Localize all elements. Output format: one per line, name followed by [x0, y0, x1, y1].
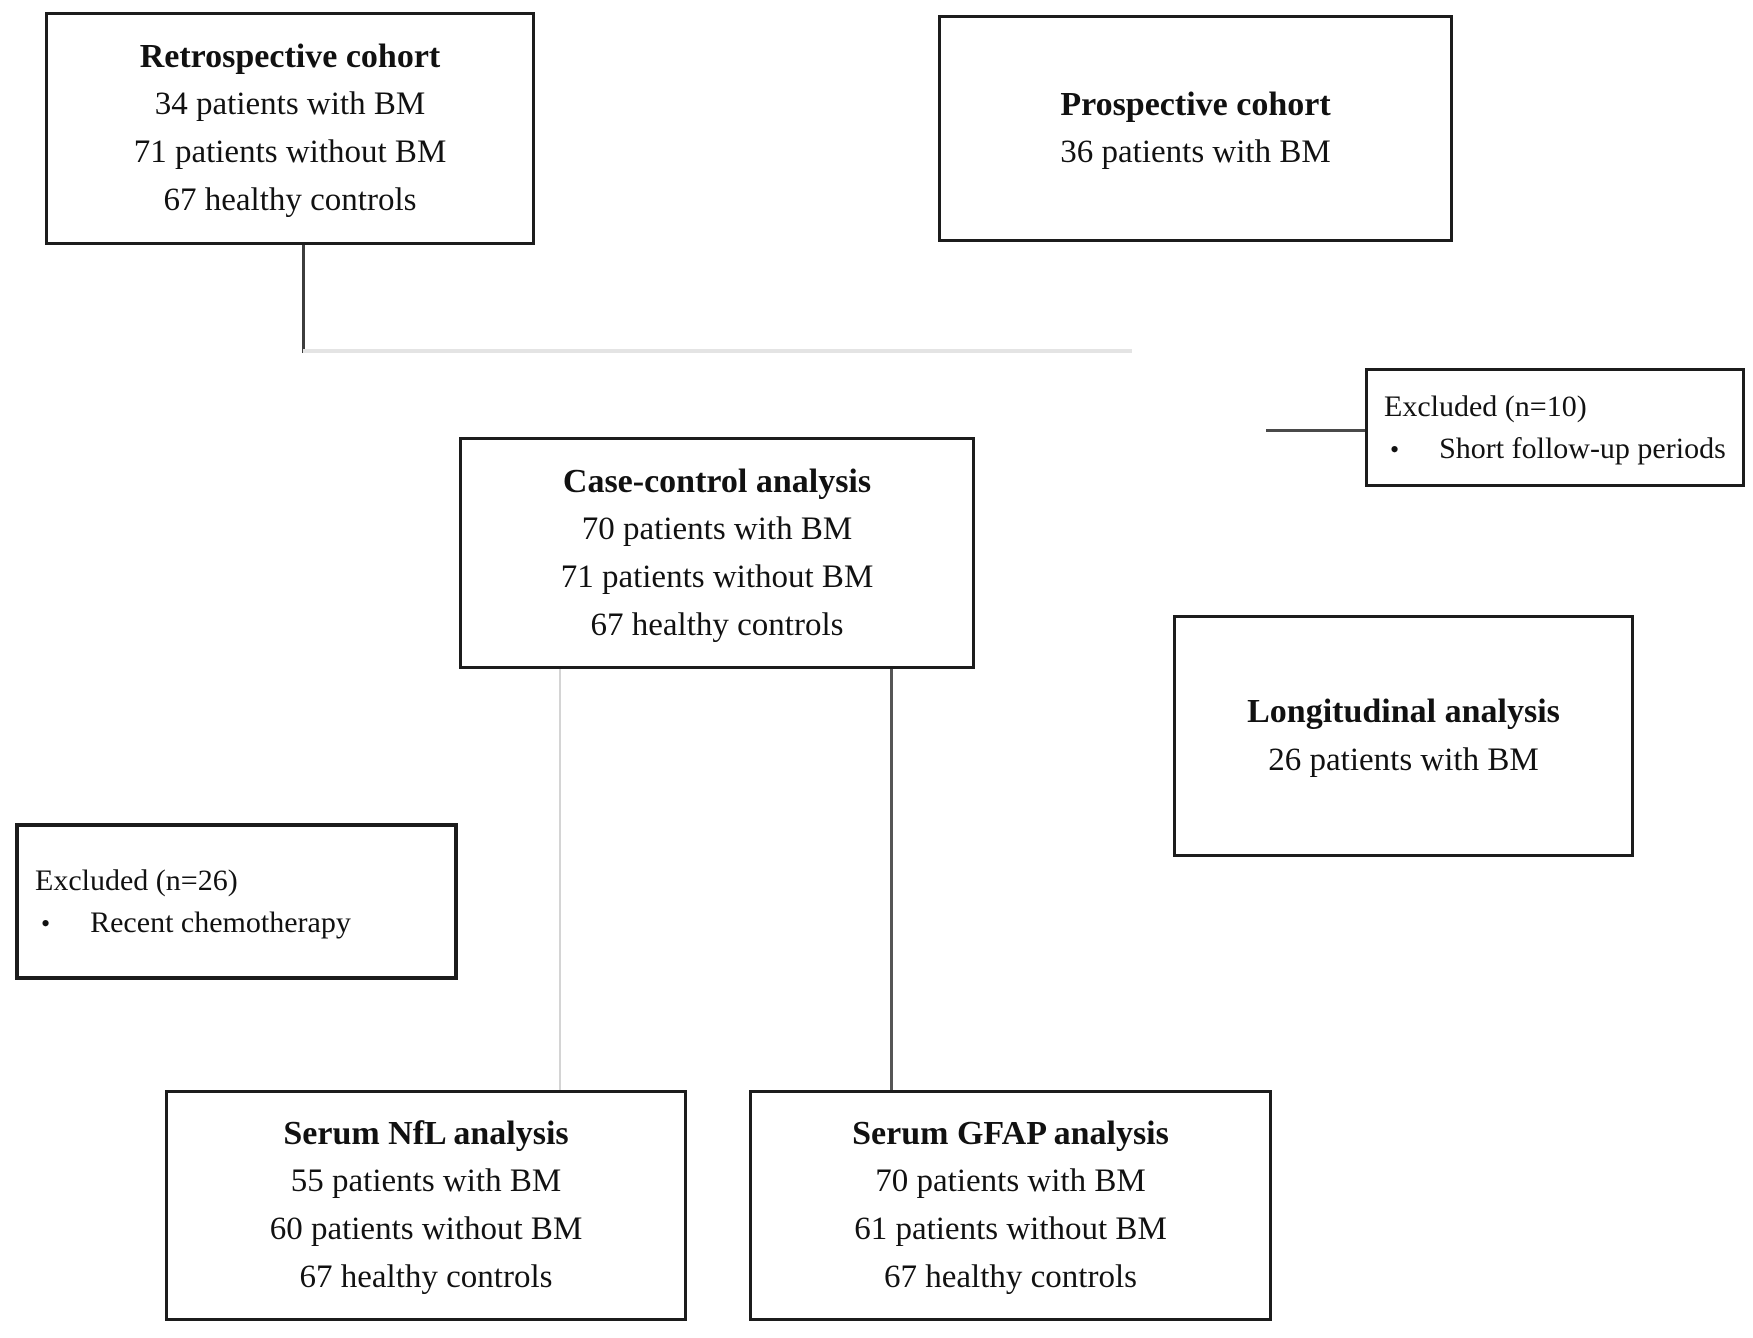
box-line: 67 healthy controls: [590, 606, 844, 643]
box-title: Prospective cohort: [1060, 85, 1331, 123]
exclusion-bullet-row: • Short follow-up periods: [1368, 428, 1726, 470]
box-line: 34 patients with BM: [154, 86, 426, 123]
box-line: 55 patients with BM: [290, 1163, 562, 1200]
box-serum-nfl-analysis: Serum NfL analysis 55 patients with BM 6…: [165, 1090, 687, 1321]
box-title: Serum GFAP analysis: [852, 1115, 1169, 1153]
box-line: 67 healthy controls: [299, 1259, 553, 1296]
box-line: 26 patients with BM: [1268, 741, 1539, 778]
box-title: Retrospective cohort: [139, 38, 441, 76]
exclusion-reason: Recent chemotherapy: [90, 905, 351, 939]
exclusion-bullet-row: • Recent chemotherapy: [19, 902, 351, 944]
box-line: 71 patients without BM: [133, 134, 447, 171]
box-serum-gfap-analysis: Serum GFAP analysis 70 patients with BM …: [749, 1090, 1272, 1321]
box-title: Serum NfL analysis: [283, 1115, 569, 1153]
connector-retrospective-down-line: [302, 245, 305, 353]
box-retrospective-cohort: Retrospective cohort 34 patients with BM…: [45, 12, 535, 245]
box-line: 67 healthy controls: [884, 1259, 1137, 1296]
box-title: Case-control analysis: [562, 462, 872, 500]
connector-casecontrol-to-gfap-line: [890, 669, 893, 1090]
box-title: Longitudinal analysis: [1247, 693, 1560, 731]
bullet-icon: •: [41, 908, 51, 938]
connector-horizontal-light-line: [303, 349, 1132, 353]
box-excluded-recent-chemotherapy: Excluded (n=26) • Recent chemotherapy: [15, 823, 458, 980]
exclusion-heading: Excluded (n=10): [1384, 389, 1587, 423]
bullet-icon: •: [1390, 434, 1400, 464]
box-case-control-analysis: Case-control analysis 70 patients with B…: [459, 437, 975, 669]
box-prospective-cohort: Prospective cohort 36 patients with BM: [938, 15, 1453, 242]
box-line: 70 patients with BM: [875, 1163, 1146, 1200]
exclusion-heading: Excluded (n=26): [35, 863, 238, 897]
box-longitudinal-analysis: Longitudinal analysis 26 patients with B…: [1173, 615, 1634, 857]
box-line: 70 patients with BM: [581, 510, 853, 547]
connector-excluded10-stub-line: [1266, 429, 1365, 432]
box-excluded-short-followup: Excluded (n=10) • Short follow-up period…: [1365, 368, 1745, 487]
box-line: 71 patients without BM: [560, 558, 874, 595]
connector-casecontrol-to-nfl-line: [559, 669, 561, 1090]
box-line: 67 healthy controls: [163, 182, 417, 219]
box-line: 36 patients with BM: [1060, 134, 1331, 171]
exclusion-reason: Short follow-up periods: [1439, 431, 1726, 465]
box-line: 61 patients without BM: [854, 1211, 1167, 1248]
box-line: 60 patients without BM: [269, 1211, 583, 1248]
